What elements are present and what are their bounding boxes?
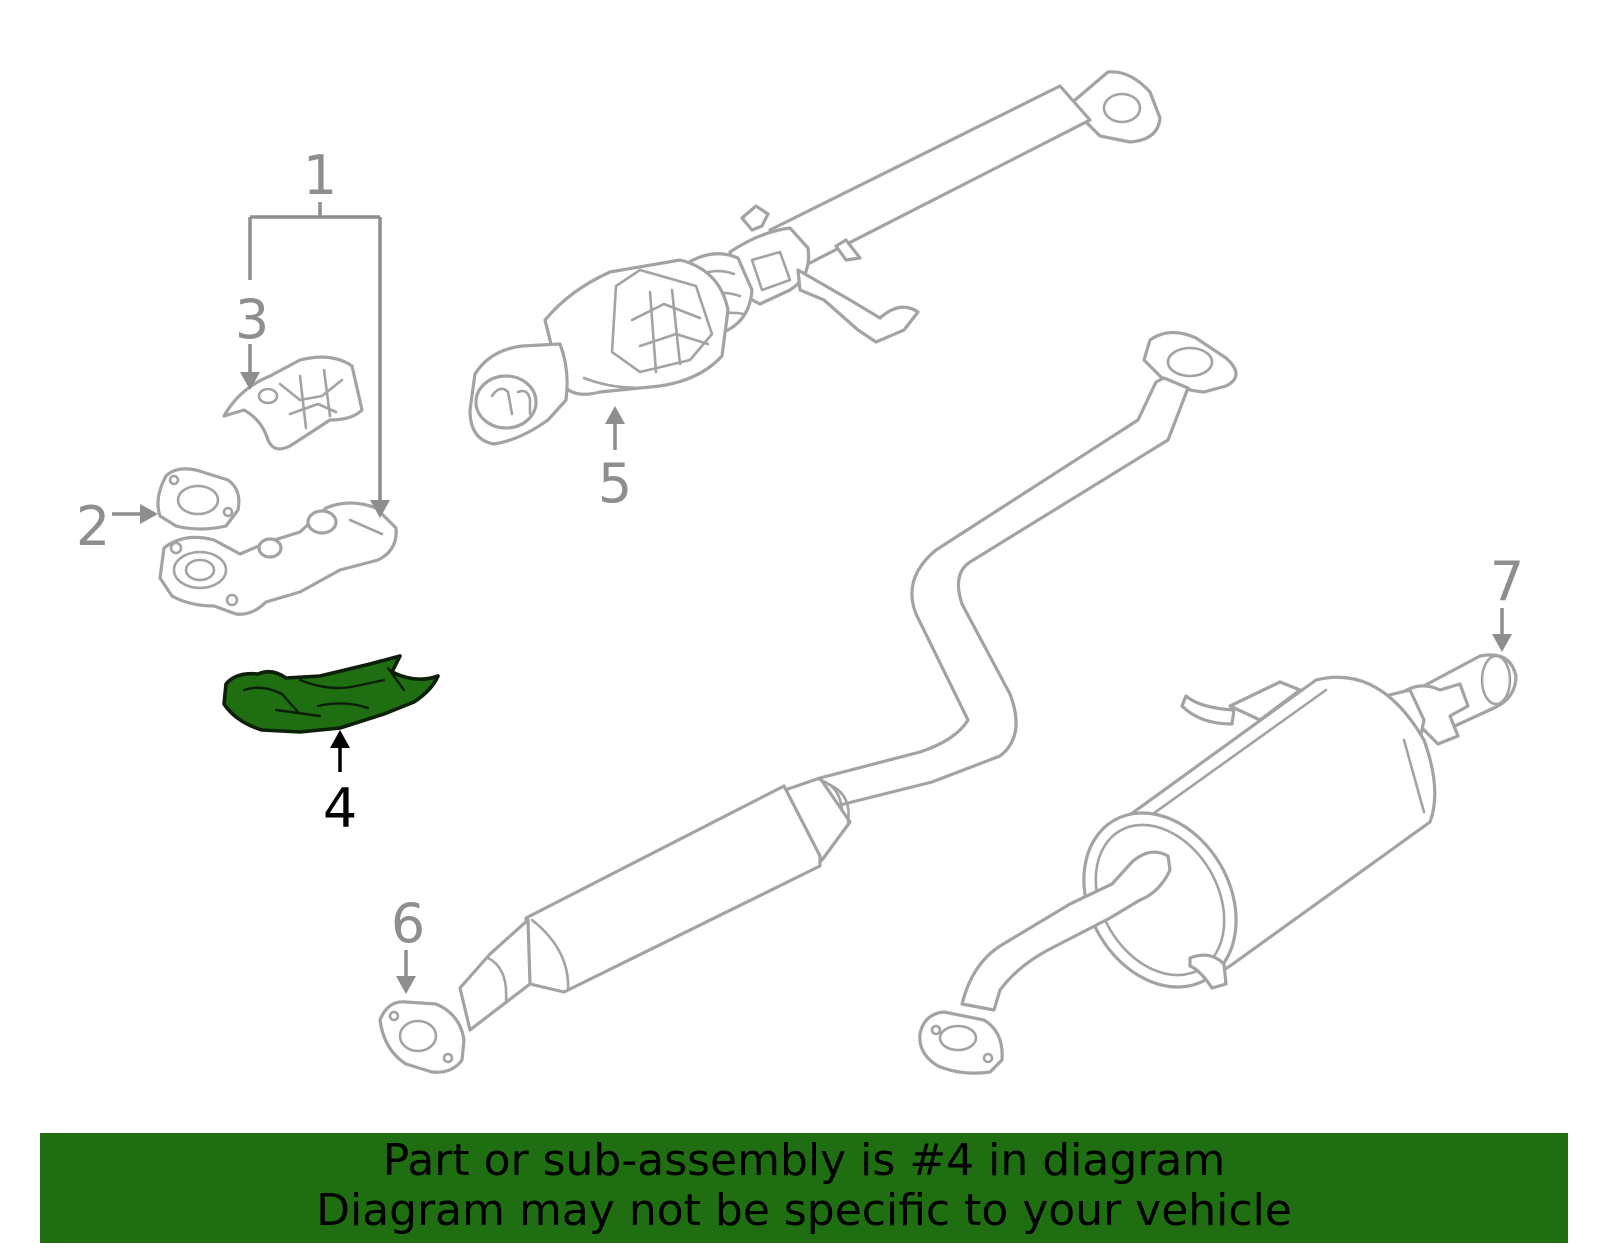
callout-7-arrowhead: [1492, 634, 1512, 652]
callout-7-group: 7: [1490, 550, 1524, 652]
callout-3-arrowhead: [240, 372, 260, 390]
callout-4-arrowhead: [330, 730, 350, 748]
banner-line-disclaimer: Diagram may not be specific to your vehi…: [316, 1185, 1292, 1236]
callout-6-group: 6: [391, 892, 425, 994]
callout-6-label: 6: [391, 892, 425, 955]
callout-2-label: 2: [76, 495, 110, 558]
part-6-center-pipe-resonator[interactable]: [378, 330, 1238, 1074]
callout-3-group: 3: [235, 288, 269, 390]
callout-5-arrowhead: [605, 406, 625, 424]
callout-3-label: 3: [235, 288, 269, 351]
part-5-front-pipe-converter[interactable]: [468, 70, 1162, 446]
callout-4-label: 4: [323, 777, 357, 840]
callout-4-group: 4: [323, 730, 357, 840]
callout-1-label: 1: [303, 144, 337, 207]
callout-2-arrowhead: [140, 504, 158, 524]
part-1-exhaust-manifold[interactable]: [158, 501, 398, 616]
callout-6-arrowhead: [396, 976, 416, 994]
callout-5-label: 5: [598, 452, 632, 515]
callout-1-bracket: [248, 202, 382, 500]
part-7-muffler-tail-pipe[interactable]: [918, 653, 1518, 1075]
part-2-gasket[interactable]: [156, 467, 241, 531]
callout-2-group: 2: [76, 495, 158, 558]
info-banner: Part or sub-assembly is #4 in diagram Di…: [40, 1133, 1568, 1243]
part-3-upper-heat-shield[interactable]: [222, 355, 364, 451]
banner-line-part-number: Part or sub-assembly is #4 in diagram: [382, 1135, 1226, 1186]
callout-5-group: 5: [598, 406, 632, 515]
part-4-lower-heat-shield[interactable]: [222, 654, 440, 734]
callout-7-label: 7: [1490, 550, 1524, 613]
callout-1-arrowhead: [370, 500, 390, 518]
callout-1-group: 1: [248, 144, 390, 518]
